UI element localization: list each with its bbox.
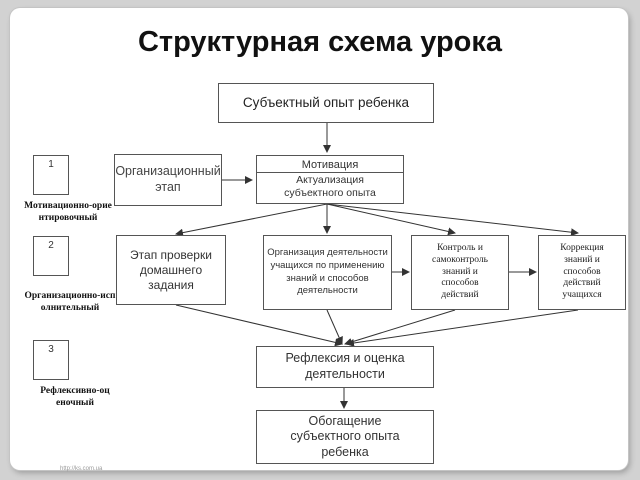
node-reflection: Рефлексия и оценка деятельности bbox=[256, 346, 434, 388]
arrow-motivation-to-homework bbox=[175, 203, 328, 237]
phase-number-2: 2 bbox=[33, 236, 69, 276]
diagram-title: Структурная схема урока bbox=[137, 26, 503, 58]
arrow-activity-to-reflection bbox=[326, 309, 343, 345]
phase-label-1: Мотивационно-ориентировочный bbox=[24, 201, 112, 223]
phase-label-3: Рефлексивно-оценочный bbox=[40, 386, 110, 408]
node-actualization: Актуализация субъектного опыта bbox=[284, 174, 376, 199]
arrow-homework-to-reflection bbox=[175, 304, 343, 347]
node-homework-check: Этап проверки домашнего задания bbox=[116, 235, 226, 305]
phase-number-1: 1 bbox=[33, 155, 69, 195]
node-subject-experience: Субъектный опыт ребенка bbox=[218, 83, 434, 123]
arrow-motivation-to-control bbox=[326, 203, 456, 236]
arrow-correction-to-reflection bbox=[346, 309, 579, 347]
node-correction: Коррекция знаний и способов действий уча… bbox=[538, 235, 626, 310]
node-enrichment: Обогащение субъектного опыта ребенка bbox=[256, 410, 434, 464]
arrow-motivation-to-correction bbox=[326, 203, 579, 237]
motivation-divider bbox=[256, 172, 404, 173]
node-organization-activity: Организация деятельности учащихся по при… bbox=[263, 235, 392, 310]
watermark: http://ks.com.ua bbox=[60, 466, 103, 472]
node-control: Контроль и самоконтроль знаний и способо… bbox=[411, 235, 509, 310]
node-motivation: Мотивация bbox=[301, 159, 359, 171]
node-organization-stage: Организационный этап bbox=[114, 154, 222, 206]
arrow-control-to-reflection bbox=[344, 309, 456, 346]
phase-label-2: Организационно-исполнительный bbox=[24, 291, 116, 313]
node-motivation-actualization: Мотивация Актуализация субъектного опыта bbox=[256, 155, 404, 204]
phase-number-3: 3 bbox=[33, 340, 69, 380]
